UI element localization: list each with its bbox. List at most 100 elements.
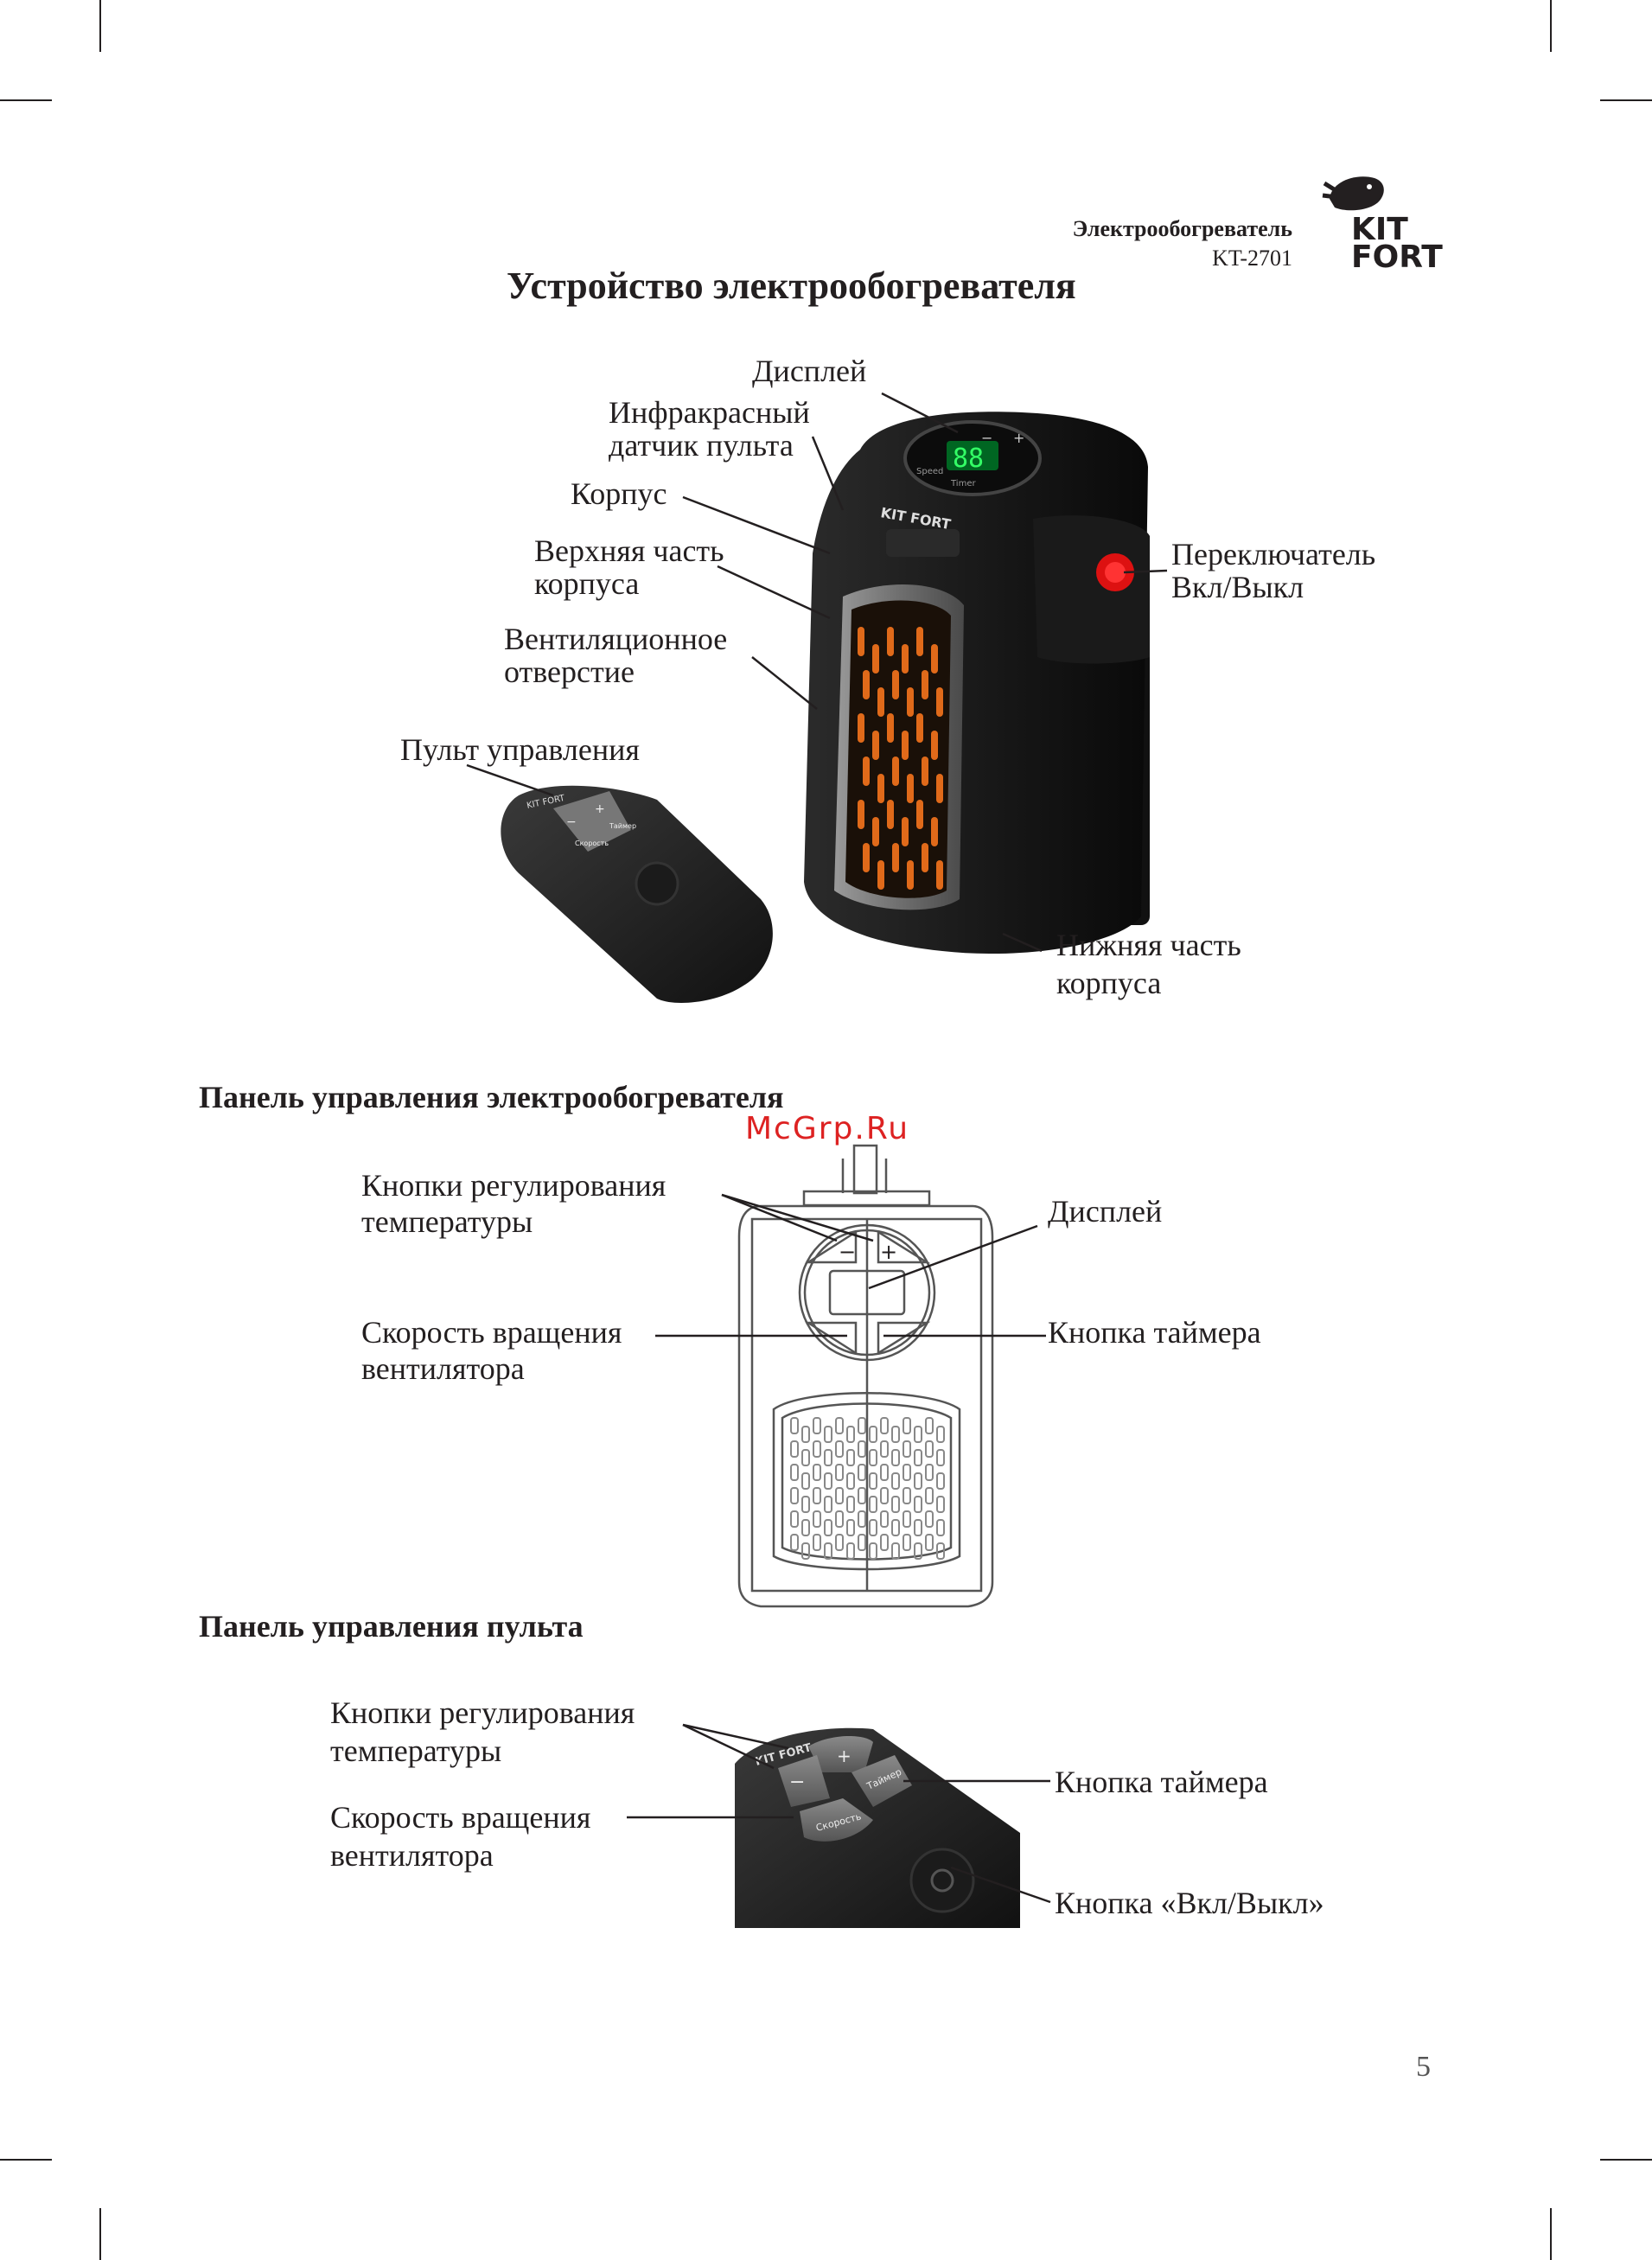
label-ir-sensor-2: датчик пульта — [609, 428, 794, 463]
label-ir-sensor-1: Инфракрасный — [609, 395, 810, 430]
crop-mark — [1550, 0, 1552, 52]
grille-cell — [835, 1510, 844, 1528]
panel-label-display: Дисплей — [1048, 1194, 1163, 1229]
label-bottom-part-2: корпуса — [1056, 966, 1162, 1000]
heater-slot — [892, 670, 899, 699]
heater-slot — [936, 860, 943, 890]
page-title: Устройство электрообогревателя — [507, 265, 1076, 307]
grille-cell — [858, 1487, 866, 1504]
grille-cell — [846, 1496, 855, 1513]
grille-cell — [936, 1496, 945, 1513]
remote-photo-speed: Скорость — [575, 840, 609, 847]
grille-cell — [936, 1472, 945, 1490]
grille-cell — [801, 1496, 810, 1513]
grille-cell — [914, 1496, 922, 1513]
grille-cell — [869, 1496, 877, 1513]
grille-cell — [869, 1426, 877, 1443]
watermark: McGrp.Ru — [745, 1111, 910, 1146]
heater-slot — [892, 843, 899, 872]
grille-cell — [936, 1426, 945, 1443]
heater-slot — [902, 644, 909, 674]
grille-cell — [880, 1487, 889, 1504]
heater-slot — [872, 817, 879, 846]
section-title-remote-panel: Панель управления пульта — [199, 1609, 584, 1644]
heater-slot — [916, 713, 923, 743]
heater-speed-label: Speed — [916, 467, 943, 476]
panel-minus-label: − — [839, 1240, 856, 1264]
grille-cell — [880, 1534, 889, 1551]
panel-label-temp-1: Кнопки регулирования — [361, 1168, 667, 1203]
grille-cell — [801, 1542, 810, 1560]
remote-label-speed-2: вентилятора — [330, 1838, 494, 1873]
label-display: Дисплей — [752, 354, 867, 388]
grille-cell — [846, 1472, 855, 1490]
grille-cell — [790, 1510, 799, 1528]
grille-cell — [903, 1417, 911, 1434]
heater-slot — [863, 670, 870, 699]
label-vent-1: Вентиляционное — [504, 622, 728, 656]
remote-minus-label: − — [789, 1772, 805, 1793]
grille-cell — [925, 1417, 934, 1434]
grille-cell — [824, 1542, 832, 1560]
remote-photo-minus: − — [566, 815, 577, 829]
grille-cell — [914, 1449, 922, 1466]
grille-cell — [880, 1417, 889, 1434]
grille-cell — [903, 1440, 911, 1458]
grille-cell — [790, 1417, 799, 1434]
label-vent-2: отверстие — [504, 654, 635, 689]
remote-panel-diagram: KIT FORT − + Скорость Таймер — [627, 1723, 1051, 1928]
grille-cell — [925, 1487, 934, 1504]
grille-cell — [813, 1534, 821, 1551]
label-top-part-1: Верхняя часть — [534, 533, 724, 568]
heater-slot — [872, 731, 879, 760]
heater-slot — [887, 800, 894, 829]
remote-label-timer: Кнопка таймера — [1055, 1765, 1268, 1799]
grille-cell — [903, 1464, 911, 1481]
heater-slot — [931, 817, 938, 846]
grille-cell — [813, 1464, 821, 1481]
panel-label-speed-1: Скорость вращения — [361, 1315, 622, 1350]
grille-cell — [801, 1519, 810, 1536]
heater-slot — [902, 731, 909, 760]
grille-cell — [858, 1417, 866, 1434]
heater-minus-label: − — [981, 430, 992, 446]
grille-cell — [801, 1449, 810, 1466]
heater-slot — [892, 757, 899, 786]
grille-cell — [869, 1519, 877, 1536]
grille-cell — [903, 1534, 911, 1551]
crop-mark — [99, 2208, 101, 2260]
grille-cell — [936, 1449, 945, 1466]
grille-cell — [914, 1472, 922, 1490]
heater-slot — [887, 627, 894, 656]
grille-cell — [891, 1426, 900, 1443]
grille-cell — [790, 1487, 799, 1504]
label-top-part-2: корпуса — [534, 566, 640, 601]
grille-cell — [925, 1440, 934, 1458]
heater-slot — [877, 774, 884, 803]
grille-cell — [846, 1542, 855, 1560]
heater-slot — [858, 713, 864, 743]
grille-cell — [813, 1510, 821, 1528]
grille-cell — [824, 1449, 832, 1466]
label-remote: Пульт управления — [400, 732, 640, 767]
grille-cell — [936, 1542, 945, 1560]
panel-label-timer: Кнопка таймера — [1048, 1315, 1261, 1350]
page-number: 5 — [1416, 2051, 1431, 2083]
grille-cell — [891, 1519, 900, 1536]
remote-photo-plus: + — [595, 802, 605, 816]
grille-cell — [880, 1440, 889, 1458]
grille-cell — [914, 1542, 922, 1560]
grille-cell — [813, 1487, 821, 1504]
heater-slot — [916, 800, 923, 829]
grille-cell — [813, 1440, 821, 1458]
grille-cell — [925, 1534, 934, 1551]
grille-cell — [925, 1510, 934, 1528]
grille-cell — [891, 1496, 900, 1513]
header-product-name: Электрообогреватель — [1072, 216, 1292, 241]
label-bottom-part-1: Нижняя часть — [1056, 928, 1241, 962]
grille-cell — [824, 1519, 832, 1536]
heater-plus-label: + — [1013, 430, 1024, 446]
label-switch-1: Переключатель — [1171, 537, 1376, 571]
heater-slot — [907, 774, 914, 803]
grille-cell — [903, 1510, 911, 1528]
